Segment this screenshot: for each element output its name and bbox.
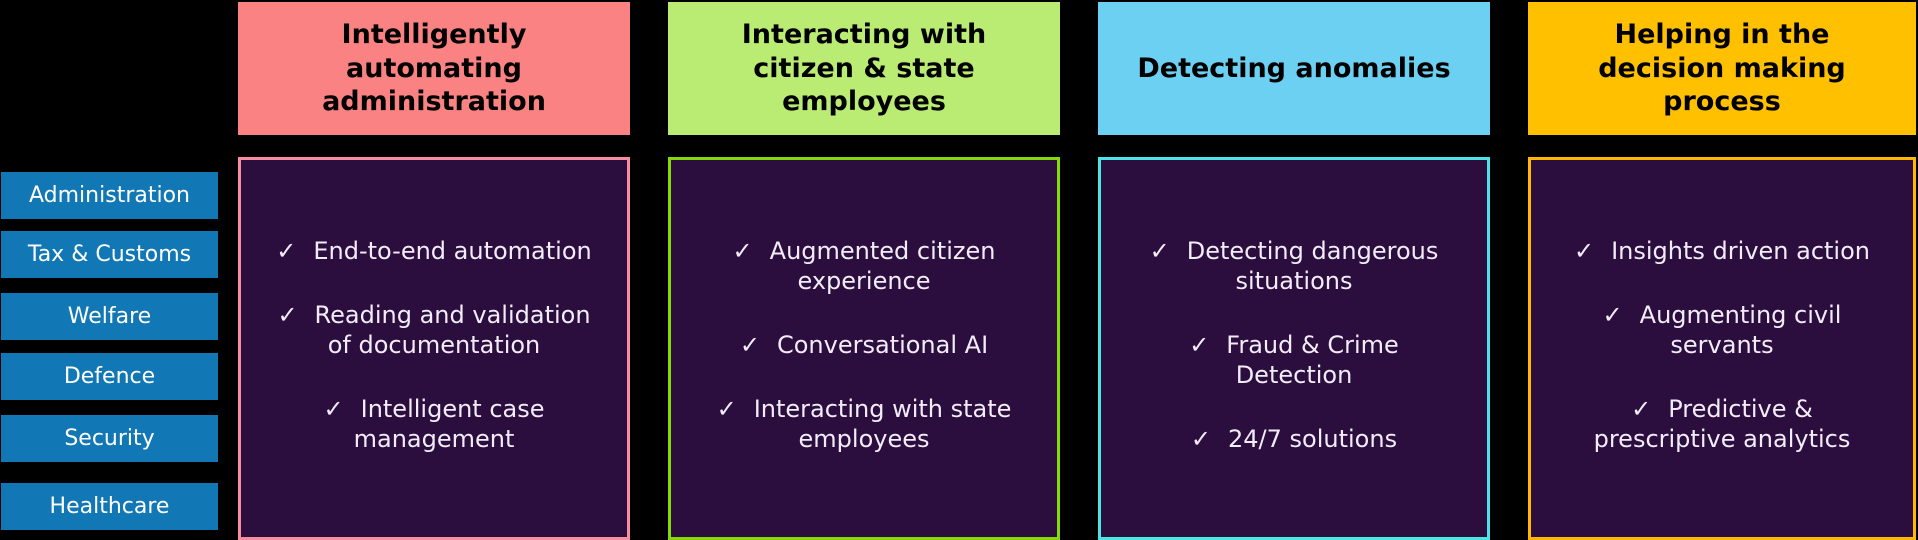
list-item-text: Predictive & prescriptive analytics	[1593, 394, 1851, 453]
column-panel: ✓ Augmented citizen experience ✓ Conversat…	[668, 157, 1060, 540]
sidebar-item-welfare: Welfare	[1, 293, 218, 340]
check-icon: ✓	[1190, 424, 1212, 453]
list-item: ✓ Intelligent case management	[263, 394, 605, 454]
list-item: ✓ End-to-end automation	[263, 236, 605, 266]
list-item: ✓ Reading and validation of documentation	[263, 300, 605, 360]
list-item-text: 24/7 solutions	[1228, 424, 1398, 453]
check-icon: ✓	[1149, 236, 1170, 265]
list-item-text: End-to-end automation	[313, 236, 592, 265]
check-icon: ✓	[1631, 394, 1652, 423]
column-automating-administration: Intelligently automating administration …	[238, 0, 630, 540]
list-item: ✓ Interacting with state employees	[693, 394, 1035, 454]
list-item: ✓ Insights driven action	[1553, 236, 1891, 266]
sidebar-item-healthcare: Healthcare	[1, 483, 218, 530]
check-icon: ✓	[323, 394, 344, 423]
column-header: Helping in the decision making process	[1528, 2, 1916, 135]
column-decision-making: Helping in the decision making process ✓…	[1528, 0, 1916, 540]
check-icon: ✓	[1573, 236, 1595, 265]
list-item-text: Conversational AI	[776, 330, 989, 359]
list-item-text: Interacting with state employees	[753, 394, 1012, 453]
sidebar-item-defence: Defence	[1, 353, 218, 400]
column-header: Intelligently automating administration	[238, 2, 630, 135]
sidebar-item-administration: Administration	[1, 172, 218, 219]
list-item-text: Augmenting civil servants	[1639, 300, 1842, 359]
check-icon: ✓	[739, 330, 760, 359]
list-item: ✓ Fraud & Crime Detection	[1123, 330, 1465, 390]
list-item-text: Reading and validation of documentation	[314, 300, 591, 359]
check-icon: ✓	[277, 300, 298, 329]
sidebar-item-security: Security	[1, 415, 218, 462]
column-detecting-anomalies: Detecting anomalies ✓ Detecting dangerous…	[1098, 0, 1490, 540]
check-icon: ✓	[1602, 300, 1623, 329]
list-item-text: Detecting dangerous situations	[1186, 236, 1439, 295]
list-item: ✓ Detecting dangerous situations	[1123, 236, 1465, 296]
list-item: ✓ Augmenting civil servants	[1553, 300, 1891, 360]
column-panel: ✓ End-to-end automation ✓ Reading and vali…	[238, 157, 630, 540]
sidebar-item-tax-customs: Tax & Customs	[1, 231, 218, 278]
list-item-text: Augmented citizen experience	[769, 236, 996, 295]
list-item: ✓Predictive & prescriptive analytics	[1553, 394, 1891, 454]
check-icon: ✓	[732, 236, 753, 265]
list-item-text: Intelligent case management	[353, 394, 545, 453]
column-interacting-citizens: Interacting with citizen & state employe…	[668, 0, 1060, 540]
list-item: ✓ Augmented citizen experience	[693, 236, 1035, 296]
column-header: Detecting anomalies	[1098, 2, 1490, 135]
column-panel: ✓ Detecting dangerous situations ✓ Fraud &…	[1098, 157, 1490, 540]
list-item-text: Fraud & Crime Detection	[1226, 330, 1399, 389]
check-icon: ✓	[716, 394, 737, 423]
check-icon: ✓	[1189, 330, 1210, 359]
list-item: ✓ Conversational AI	[693, 330, 1035, 360]
list-item: ✓ 24/7 solutions	[1123, 424, 1465, 454]
list-item-text: Insights driven action	[1611, 236, 1870, 265]
check-icon: ✓	[276, 236, 297, 265]
column-header: Interacting with citizen & state employe…	[668, 2, 1060, 135]
column-panel: ✓ Insights driven action ✓ Augmenting civi…	[1528, 157, 1916, 540]
